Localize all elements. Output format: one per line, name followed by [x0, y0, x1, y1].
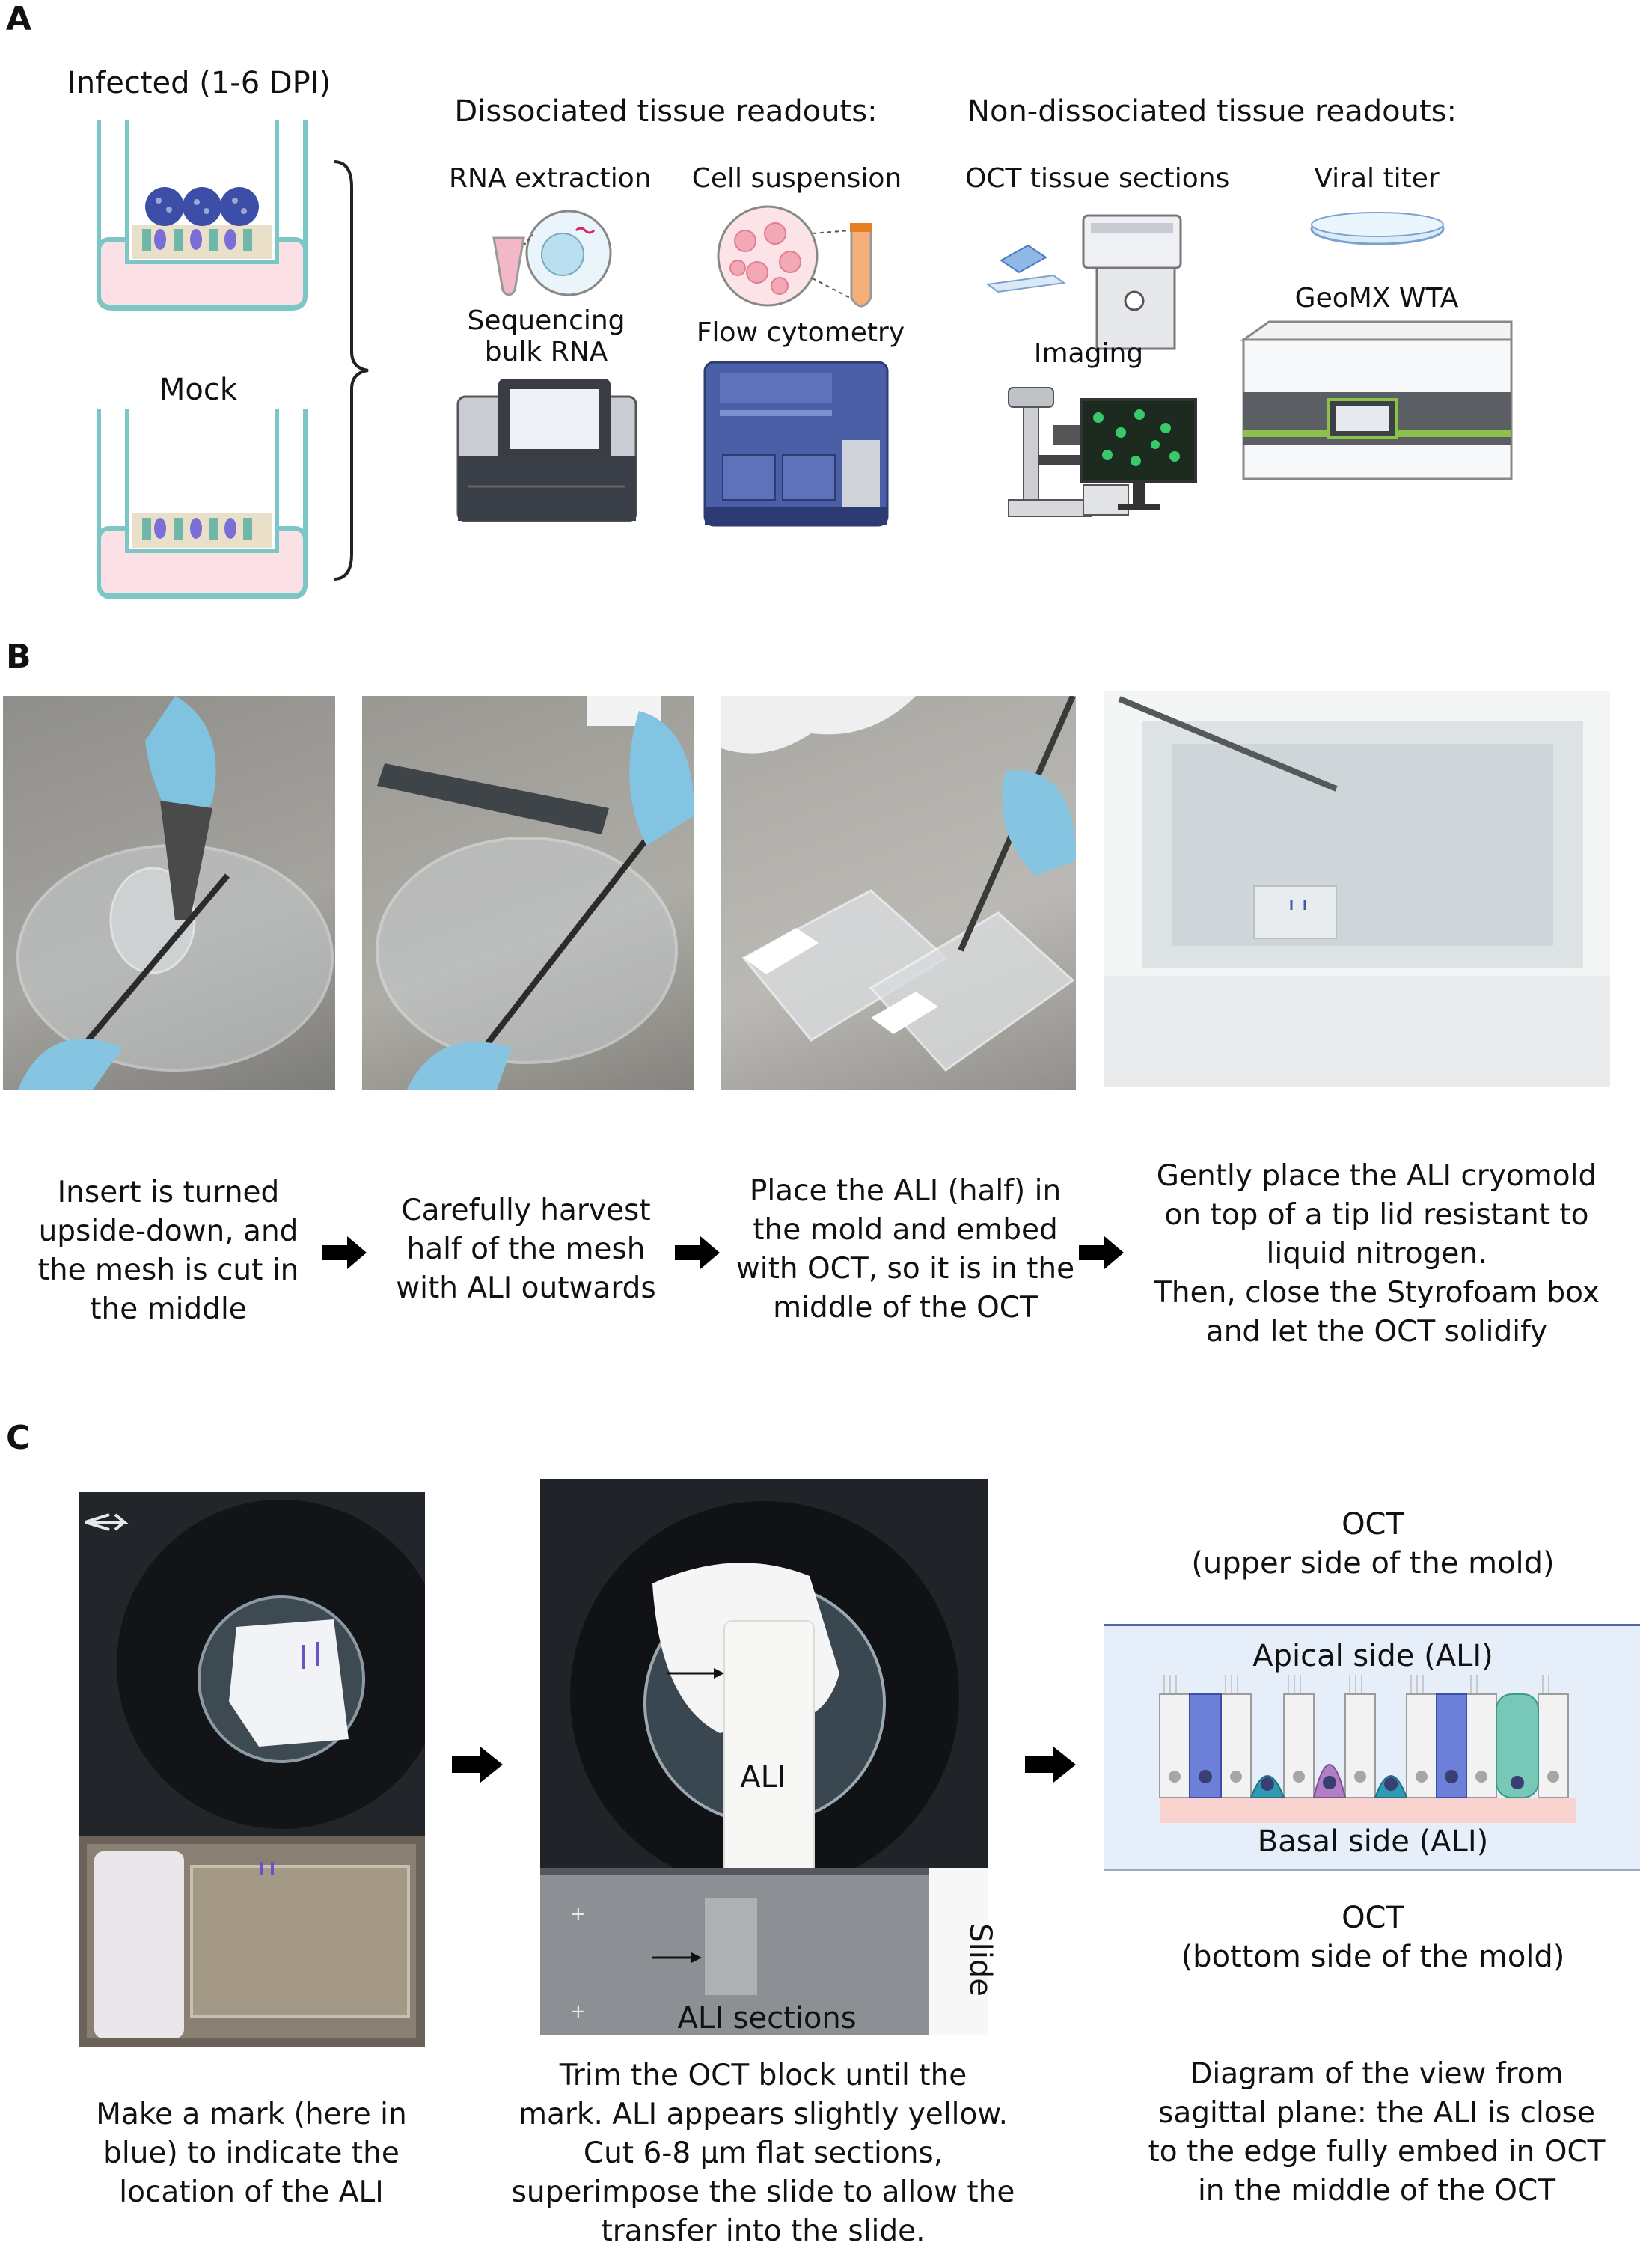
caption-line: Carefully harvest: [401, 1194, 651, 1227]
caption-line: the mesh is cut in: [37, 1253, 299, 1287]
imaging-label: Imaging: [1033, 338, 1144, 369]
caption-line: sagittal plane: the ALI is close: [1158, 2096, 1595, 2130]
svg-text:+: +: [570, 2000, 587, 2023]
basal-label: Basal side (ALI): [1257, 1824, 1489, 1859]
caption-line: upside-down, and: [38, 1215, 299, 1248]
caption-line: location of the ALI: [119, 2175, 384, 2209]
photo-styrofoam-box: [1104, 691, 1610, 1087]
caption-line: with ALI outwards: [396, 1271, 656, 1305]
oct-top-label: OCT: [1342, 1507, 1404, 1542]
geomx-label: GeoMX WTA: [1294, 283, 1459, 314]
caption-line: Then, close the Styrofoam box: [1154, 1276, 1600, 1310]
mock-transwell-icon: [97, 409, 308, 599]
oct-bottom-label: OCT: [1342, 1901, 1404, 1935]
dissociated-title: Dissociated tissue readouts:: [454, 94, 878, 129]
microscope-icon: [1008, 387, 1197, 517]
caption-line: Diagram of the view from: [1190, 2057, 1564, 2091]
petri-dish-icon: [1310, 212, 1445, 245]
caption-line: Place the ALI (half) in: [749, 1174, 1062, 1208]
arrow-step2-icon: [675, 1236, 720, 1269]
caption-line: Insert is turned: [57, 1176, 280, 1209]
photo-mark-block: [79, 1492, 425, 2047]
cell-suspension-icon: [717, 205, 872, 308]
oct-top-sublabel: (upper side of the mold): [1191, 1546, 1555, 1580]
sequencing-label-1: Sequencing: [467, 305, 625, 336]
caption-line: on top of a tip lid resistant to: [1164, 1198, 1589, 1232]
step2-caption: Carefully harvest half of the mesh with …: [373, 1191, 679, 1308]
flow-cytometry-label: Flow cytometry: [696, 317, 905, 348]
photo-harvest-mesh: [362, 696, 694, 1090]
panel-label-c: C: [6, 1419, 31, 1457]
caption-line: Cut 6-8 μm flat sections,: [583, 2137, 943, 2170]
flow-cytometer-icon: [703, 361, 889, 527]
rna-extraction-label: RNA extraction: [449, 163, 652, 194]
oct-sections-label: OCT tissue sections: [965, 163, 1230, 194]
rna-extraction-icon: [492, 210, 612, 296]
non-dissociated-title: Non-dissociated tissue readouts:: [967, 94, 1457, 129]
caption-line: liquid nitrogen.: [1266, 1237, 1487, 1271]
apical-label: Apical side (ALI): [1252, 1639, 1493, 1673]
caption-line: and let the OCT solidify: [1205, 1315, 1548, 1349]
ali-photo-label: ALI: [740, 1760, 786, 1795]
svg-text:+: +: [570, 1903, 587, 1925]
c2-caption: Trim the OCT block until the mark. ALI a…: [494, 2056, 1032, 2251]
caption-line: blue) to indicate the: [103, 2137, 400, 2170]
infected-transwell-icon: [97, 120, 308, 311]
arrow-c1-icon: [452, 1747, 503, 1783]
caption-line: with OCT, so it is in the: [735, 1252, 1075, 1286]
photo-mold-embed: [721, 696, 1076, 1090]
caption-line: superimpose the slide to allow the: [511, 2175, 1015, 2209]
caption-line: middle of the OCT: [773, 1291, 1038, 1325]
caption-line: mark. ALI appears slightly yellow.: [518, 2098, 1009, 2131]
c1-caption: Make a mark (here in blue) to indicate t…: [72, 2095, 431, 2212]
ali-sections-photo-label: ALI sections: [677, 2001, 857, 2035]
caption-line: transfer into the slide.: [601, 2214, 926, 2248]
step1-caption: Insert is turned upside-down, and the me…: [7, 1173, 329, 1329]
step3-caption: Place the ALI (half) in the mold and emb…: [726, 1172, 1085, 1328]
photo-cut-mesh: [3, 696, 335, 1090]
grouping-brace: [333, 160, 369, 581]
geomx-instrument-icon: [1240, 320, 1513, 480]
caption-line: Trim the OCT block until the: [559, 2059, 967, 2092]
caption-line: to the edge fully embed in OCT: [1148, 2135, 1606, 2169]
arrow-step3-icon: [1079, 1236, 1124, 1269]
sequencing-label-2: bulk RNA: [484, 337, 608, 367]
cryostat-icon: [986, 214, 1182, 350]
panel-label-b: B: [6, 638, 31, 676]
arrow-c2-icon: [1025, 1747, 1076, 1783]
sequencer-icon: [456, 379, 637, 522]
slide-photo-label: Slide: [963, 1923, 997, 1997]
c3-caption: Diagram of the view from sagittal plane:…: [1130, 2055, 1624, 2211]
caption-line: Make a mark (here in: [96, 2098, 407, 2131]
step4-caption: Gently place the ALI cryomold on top of …: [1130, 1157, 1624, 1351]
oct-bottom-sublabel: (bottom side of the mold): [1181, 1940, 1565, 1974]
caption-line: half of the mesh: [406, 1233, 646, 1266]
arrow-step1-icon: [322, 1236, 367, 1269]
photo-trim-block: + +: [540, 1479, 988, 2035]
caption-line: the mold and embed: [753, 1213, 1058, 1247]
panel-label-a: A: [6, 0, 32, 38]
infected-label: Infected (1-6 DPI): [67, 66, 331, 100]
caption-line: the middle: [90, 1292, 247, 1326]
cell-suspension-label: Cell suspension: [691, 163, 902, 194]
mock-label: Mock: [159, 373, 238, 407]
caption-line: Gently place the ALI cryomold: [1156, 1159, 1597, 1193]
viral-titer-label: Viral titer: [1314, 163, 1440, 194]
epithelium-cells-icon: [1159, 1675, 1576, 1823]
caption-line: in the middle of the OCT: [1197, 2174, 1556, 2208]
